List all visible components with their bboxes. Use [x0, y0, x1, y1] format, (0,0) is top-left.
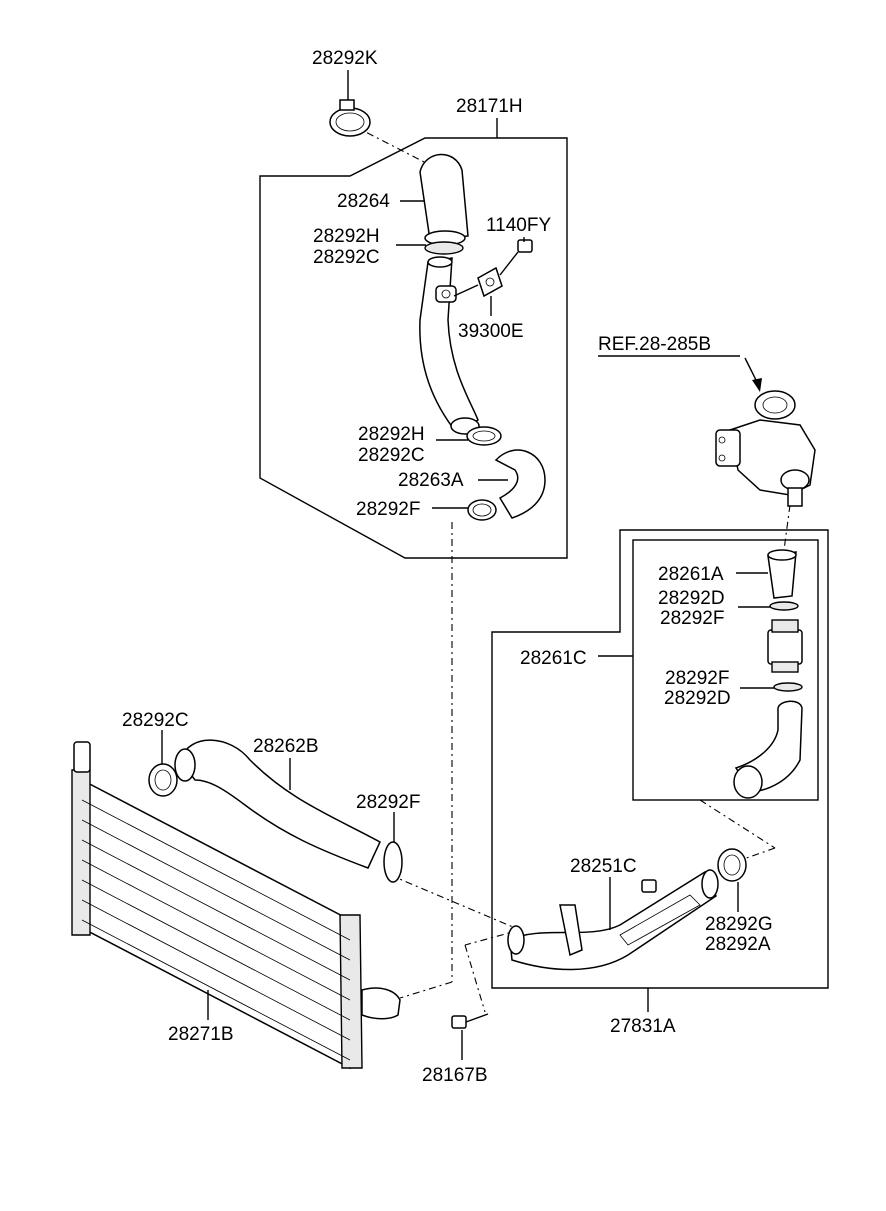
label-28292H-mid: 28292H	[358, 424, 425, 445]
clamp-28292K-part	[329, 99, 371, 137]
pipe-upper-part	[419, 257, 479, 433]
coupler-part	[767, 619, 803, 673]
label-28292H-top: 28292H	[313, 226, 380, 247]
turbocharger-ref-part	[715, 390, 816, 507]
label-28292G: 28292G	[705, 914, 773, 935]
label-28292C-top: 28292C	[313, 247, 380, 268]
clamp-28292H-top-part	[424, 241, 464, 255]
intercooler-28271B-part	[71, 741, 401, 1070]
label-28292C-low: 28292C	[122, 710, 189, 731]
label-28292F-low: 28292F	[356, 792, 420, 813]
group-box-28171H	[259, 137, 568, 559]
label-28271B: 28271B	[168, 1024, 234, 1045]
bolt-28167B-part	[451, 1013, 489, 1029]
label-28167B: 28167B	[422, 1065, 488, 1086]
label-28262B: 28262B	[253, 736, 319, 757]
hose-28263A-part	[494, 449, 546, 519]
clamp-28292F-b-part	[773, 682, 803, 692]
clamp-28292H-mid-part	[466, 426, 502, 446]
sensor-39300E-part	[477, 266, 503, 298]
label-28251C: 28251C	[570, 856, 637, 877]
dashed-connection-lines	[351, 124, 791, 1013]
label-27831A: 27831A	[610, 1016, 676, 1037]
clamp-28292F-upper-part	[467, 499, 497, 521]
group-box-28261C-inner	[632, 539, 819, 801]
clamp-28292D-a-part	[769, 601, 799, 611]
label-28261C: 28261C	[520, 648, 587, 669]
label-28292D-b: 28292D	[664, 688, 731, 709]
label-39300E: 39300E	[458, 321, 524, 342]
label-28292D-a: 28292D	[658, 588, 725, 609]
label-28292A: 28292A	[705, 934, 771, 955]
hose-28261A-part	[767, 549, 797, 599]
label-28292F-b: 28292F	[665, 668, 729, 689]
bolt-1140FY-part	[499, 239, 533, 276]
label-28292F-upper: 28292F	[356, 499, 420, 520]
label-28261A: 28261A	[658, 564, 724, 585]
group-box-27831A	[491, 529, 829, 989]
label-28292C-mid: 28292C	[358, 445, 425, 466]
hose-28262B-part	[179, 739, 381, 869]
clamp-28292C-low-part	[148, 763, 178, 797]
clamp-28292G-part	[717, 848, 747, 882]
clamp-28292F-low-part	[383, 841, 403, 883]
label-28263A: 28263A	[398, 470, 464, 491]
label-ref-28-285B: REF.28-285B	[598, 334, 711, 355]
label-28264: 28264	[337, 191, 390, 212]
pipe-28251C-part	[509, 870, 717, 971]
leader-lines	[161, 70, 774, 1060]
label-28292F-a: 28292F	[660, 608, 724, 629]
label-28171H: 28171H	[456, 96, 523, 117]
label-28292K: 28292K	[312, 48, 378, 69]
hose-28264-part	[419, 153, 469, 241]
label-1140FY: 1140FY	[486, 215, 551, 236]
